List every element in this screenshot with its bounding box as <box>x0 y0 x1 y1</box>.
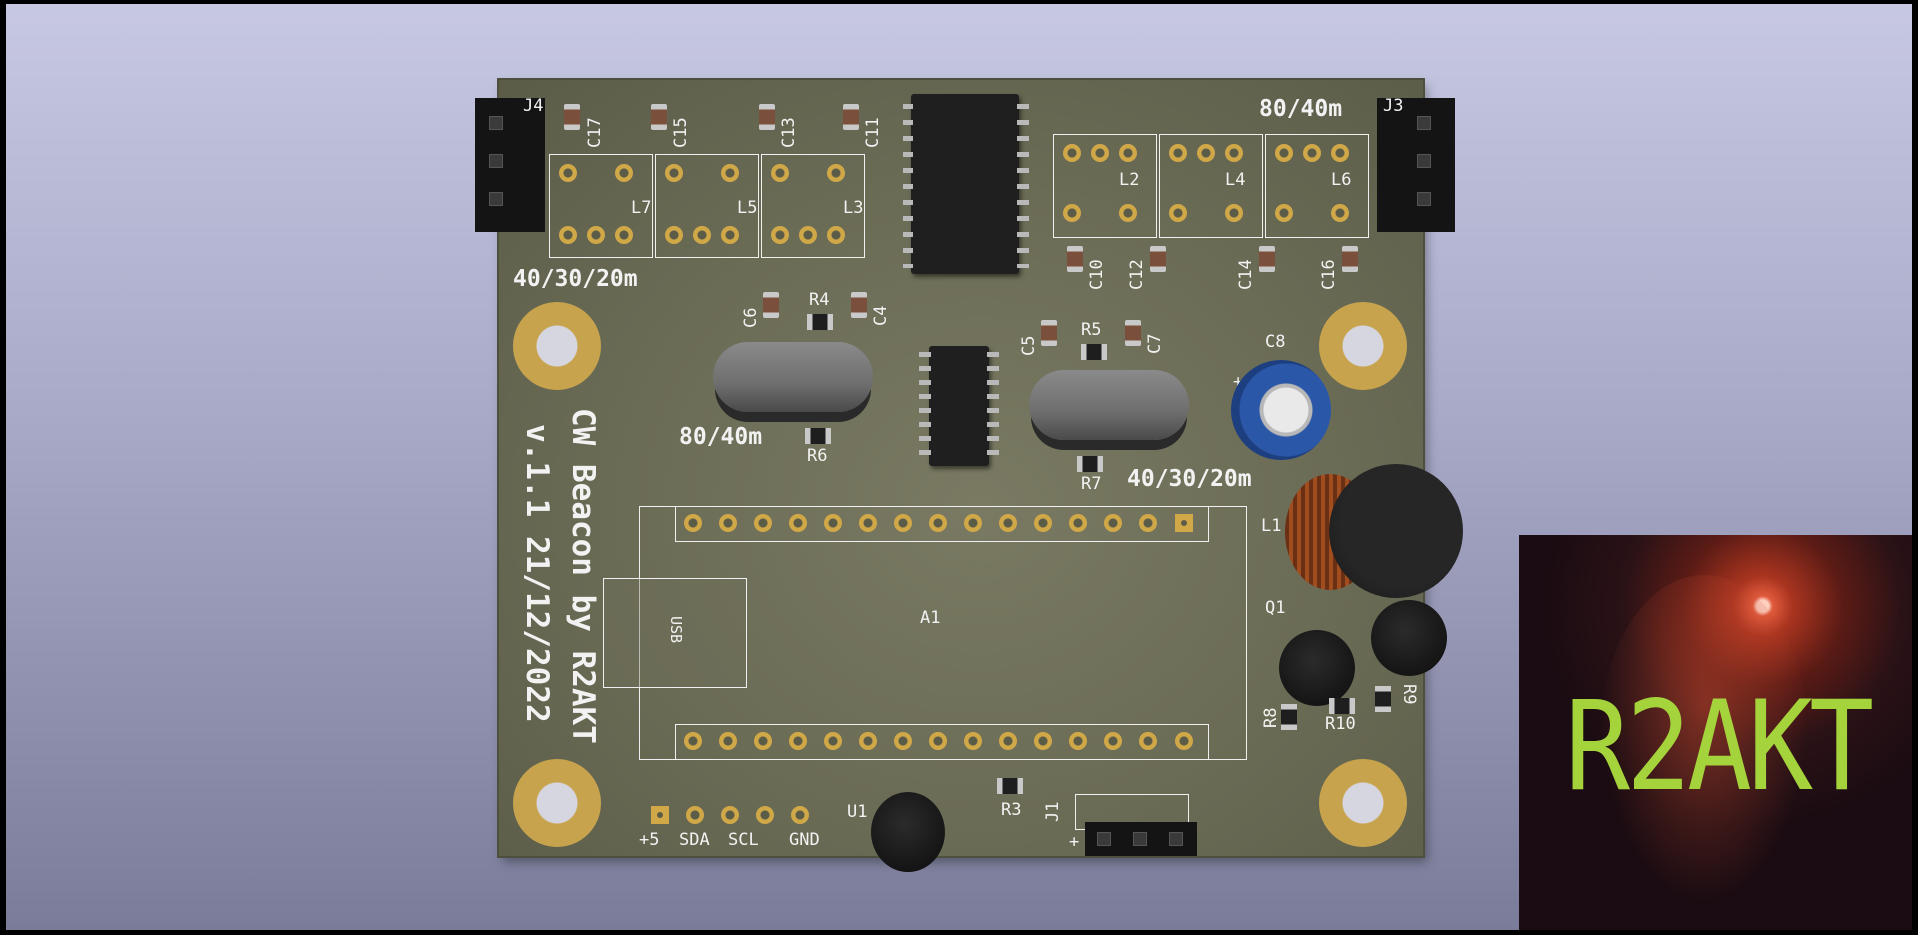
ref-c17: C17 <box>585 117 605 148</box>
capacitor-c10 <box>1067 246 1083 272</box>
capacitor-c17 <box>564 104 580 130</box>
pin-label-scl: SCL <box>728 830 759 850</box>
ref-q1: Q1 <box>1265 598 1286 618</box>
band-label-top-left: 40/30/20m <box>513 266 638 292</box>
regulator-u1 <box>871 792 945 872</box>
ref-j3: J3 <box>1383 96 1404 116</box>
inductor-l3-outline <box>761 154 865 258</box>
capacitor-c15 <box>651 104 667 130</box>
pin-label-gnd: GND <box>789 830 820 850</box>
mounting-hole <box>1319 302 1407 390</box>
mounting-hole <box>513 302 601 390</box>
capacitor-c6 <box>763 292 779 318</box>
ref-c10: C10 <box>1087 259 1107 290</box>
ref-r8: R8 <box>1261 707 1281 728</box>
ref-j4: J4 <box>523 96 544 116</box>
crystal-oscillator-left <box>705 342 885 426</box>
ref-l1: L1 <box>1261 516 1282 536</box>
ref-l2: L2 <box>1119 170 1140 190</box>
ref-c15: C15 <box>671 117 691 148</box>
inductor-l4-outline <box>1159 134 1263 238</box>
module-pin-row-bottom <box>675 724 1209 760</box>
capacitor-c7 <box>1125 320 1141 346</box>
ref-r6: R6 <box>807 446 828 466</box>
ref-l7: L7 <box>631 198 652 218</box>
transistor-q1 <box>1279 630 1355 706</box>
ref-r3: R3 <box>1001 800 1022 820</box>
resistor-r8 <box>1281 704 1297 730</box>
pcb-board[interactable]: J4 J3 C17 C15 C13 C11 L7 L5 L3 L2 L4 L6 <box>475 80 1463 872</box>
ic-soic-20 <box>911 94 1019 274</box>
ref-c12: C12 <box>1127 259 1147 290</box>
ref-l3: L3 <box>843 198 864 218</box>
ref-c11: C11 <box>863 117 883 148</box>
capacitor-c14 <box>1259 246 1275 272</box>
video-thumbnail: R2AKT <box>1519 535 1912 930</box>
ref-c8: C8 <box>1265 332 1286 352</box>
inductor-l2-outline <box>1053 134 1157 238</box>
capacitor-c13 <box>759 104 775 130</box>
connector-j4 <box>475 98 545 232</box>
ref-c6: C6 <box>741 307 761 328</box>
ref-r10: R10 <box>1325 714 1356 734</box>
ref-c4: C4 <box>871 305 891 326</box>
band-label-mid-right: 40/30/20m <box>1127 466 1252 492</box>
mounting-hole <box>513 759 601 847</box>
inductor-l1 <box>1329 464 1463 598</box>
ref-c5: C5 <box>1019 335 1039 356</box>
resistor-r10 <box>1329 698 1355 714</box>
band-label-top-right: 80/40m <box>1259 96 1343 122</box>
ref-j1: J1 <box>1043 801 1063 822</box>
ic-soic-14 <box>929 346 989 466</box>
ref-r5: R5 <box>1081 320 1102 340</box>
resistor-r9 <box>1375 686 1391 712</box>
resistor-r4 <box>807 314 833 330</box>
ref-l4: L4 <box>1225 170 1246 190</box>
pin-label-sda: SDA <box>679 830 710 850</box>
ref-c16: C16 <box>1319 259 1339 290</box>
board-version: v.1.1 21/12/2022 <box>519 424 555 723</box>
ref-r7: R7 <box>1081 474 1102 494</box>
resistor-r7 <box>1077 456 1103 472</box>
capacitor-c8-electrolytic <box>1231 360 1331 460</box>
usb-label: USB <box>667 616 685 644</box>
connector-j1 <box>1085 822 1197 856</box>
capacitor-c4 <box>851 292 867 318</box>
resistor-r5 <box>1081 344 1107 360</box>
ref-r9: R9 <box>1399 684 1419 705</box>
capacitor-c12 <box>1150 246 1166 272</box>
connector-j3 <box>1377 98 1455 232</box>
module-pin-row-top <box>675 506 1209 542</box>
resistor-r3 <box>997 778 1023 794</box>
ref-r4: R4 <box>809 290 830 310</box>
capacitor-c16 <box>1342 246 1358 272</box>
module-a1-label: A1 <box>920 608 941 628</box>
ref-c7: C7 <box>1145 333 1165 354</box>
capacitor-c5 <box>1041 320 1057 346</box>
crystal-oscillator-right <box>1021 370 1201 454</box>
band-label-mid-left: 80/40m <box>679 424 763 450</box>
j1-plus-mark: + <box>1069 832 1080 852</box>
inductor-l7-outline <box>549 154 653 258</box>
board-title: CW Beacon by R2AKT <box>565 408 601 744</box>
transistor-2 <box>1371 600 1447 676</box>
ref-u1: U1 <box>847 802 868 822</box>
pin-label-5v: +5 <box>639 830 660 850</box>
resistor-r6 <box>805 428 831 444</box>
usb-connector-outline <box>603 578 747 688</box>
ref-l5: L5 <box>737 198 758 218</box>
inductor-l5-outline <box>655 154 759 258</box>
ref-c14: C14 <box>1236 259 1256 290</box>
mounting-hole <box>1319 759 1407 847</box>
3d-viewer-viewport[interactable]: J4 J3 C17 C15 C13 C11 L7 L5 L3 L2 L4 L6 <box>6 4 1912 930</box>
inductor-l6-outline <box>1265 134 1369 238</box>
ref-c13: C13 <box>779 117 799 148</box>
capacitor-c11 <box>843 104 859 130</box>
ref-l6: L6 <box>1331 170 1352 190</box>
r2akt-logo-text: R2AKT <box>1565 675 1874 819</box>
